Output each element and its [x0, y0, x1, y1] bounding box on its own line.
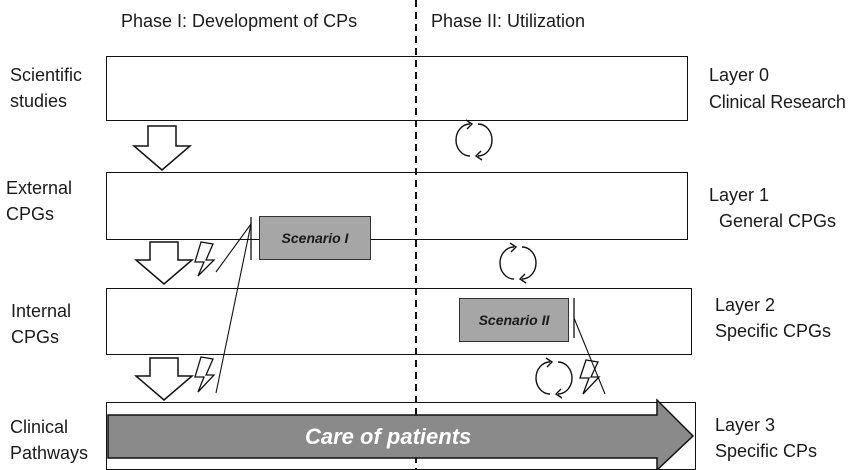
- layer-2-title: Layer 2: [715, 295, 776, 315]
- layer-1-title: Layer 1: [709, 185, 770, 205]
- scenario-2-box: Scenario II: [459, 298, 569, 342]
- left-label-line2: studies: [10, 91, 68, 111]
- down-arrow-icon: [133, 357, 195, 401]
- scenario-1-line: [215, 223, 252, 394]
- layer-3-title: Layer 3: [715, 415, 776, 435]
- left-label-line1: Clinical: [10, 417, 69, 437]
- cycle-arrows-icon: [455, 119, 493, 161]
- layer-2-subtitle: Specific CPGs: [715, 321, 832, 341]
- scenario-2-line: [573, 317, 606, 395]
- left-label-line2: CPGs: [11, 327, 60, 347]
- cycle-arrows-icon: [535, 357, 573, 399]
- scenario-1-box: Scenario I: [259, 216, 371, 260]
- left-label-line2: CPGs: [6, 204, 55, 224]
- down-arrow-icon: [133, 241, 195, 285]
- cycle-arrows-icon: [499, 242, 537, 284]
- left-label-line1: Internal: [11, 301, 72, 321]
- care-arrow: [107, 398, 695, 470]
- left-label-line1: Scientific: [10, 65, 83, 85]
- layer-1-box: [106, 172, 688, 240]
- scenario-1-line: [215, 223, 252, 273]
- layer-3-subtitle: Specific CPs: [715, 441, 818, 461]
- layer-0-box: [106, 56, 688, 121]
- layer-0-subtitle: Clinical Research: [709, 92, 846, 112]
- layer-2-box: [106, 288, 692, 355]
- lightning-icon: [579, 359, 601, 395]
- phase-2-header: Phase II: Utilization: [431, 11, 586, 31]
- phase-1-header: Phase I: Development of CPs: [121, 11, 358, 31]
- down-arrow-icon: [131, 125, 193, 171]
- care-label: Care of patients: [305, 424, 472, 449]
- lightning-icon: [194, 241, 216, 277]
- layer-0-title: Layer 0: [709, 65, 770, 85]
- layer-1-subtitle: General CPGs: [719, 211, 837, 231]
- left-label-line1: External: [6, 178, 73, 198]
- left-label-line2: Pathways: [10, 443, 89, 463]
- lightning-icon: [194, 356, 216, 393]
